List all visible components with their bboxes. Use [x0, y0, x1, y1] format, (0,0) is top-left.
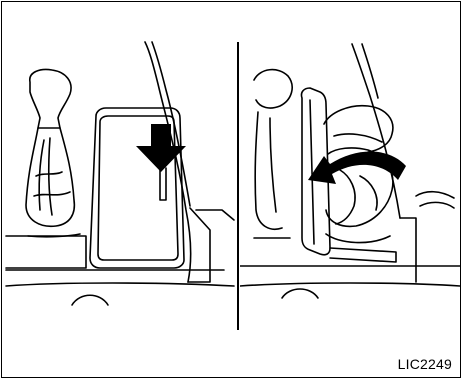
gear-shifter	[26, 70, 80, 237]
cup-holder	[324, 106, 396, 262]
curved-open-arrow	[308, 151, 406, 184]
panel-divider	[237, 42, 239, 330]
left-panel	[0, 0, 236, 330]
push-down-arrow	[136, 124, 186, 172]
figure-caption: LIC2249	[398, 356, 452, 372]
gear-shifter	[254, 70, 292, 238]
right-panel	[240, 0, 462, 330]
